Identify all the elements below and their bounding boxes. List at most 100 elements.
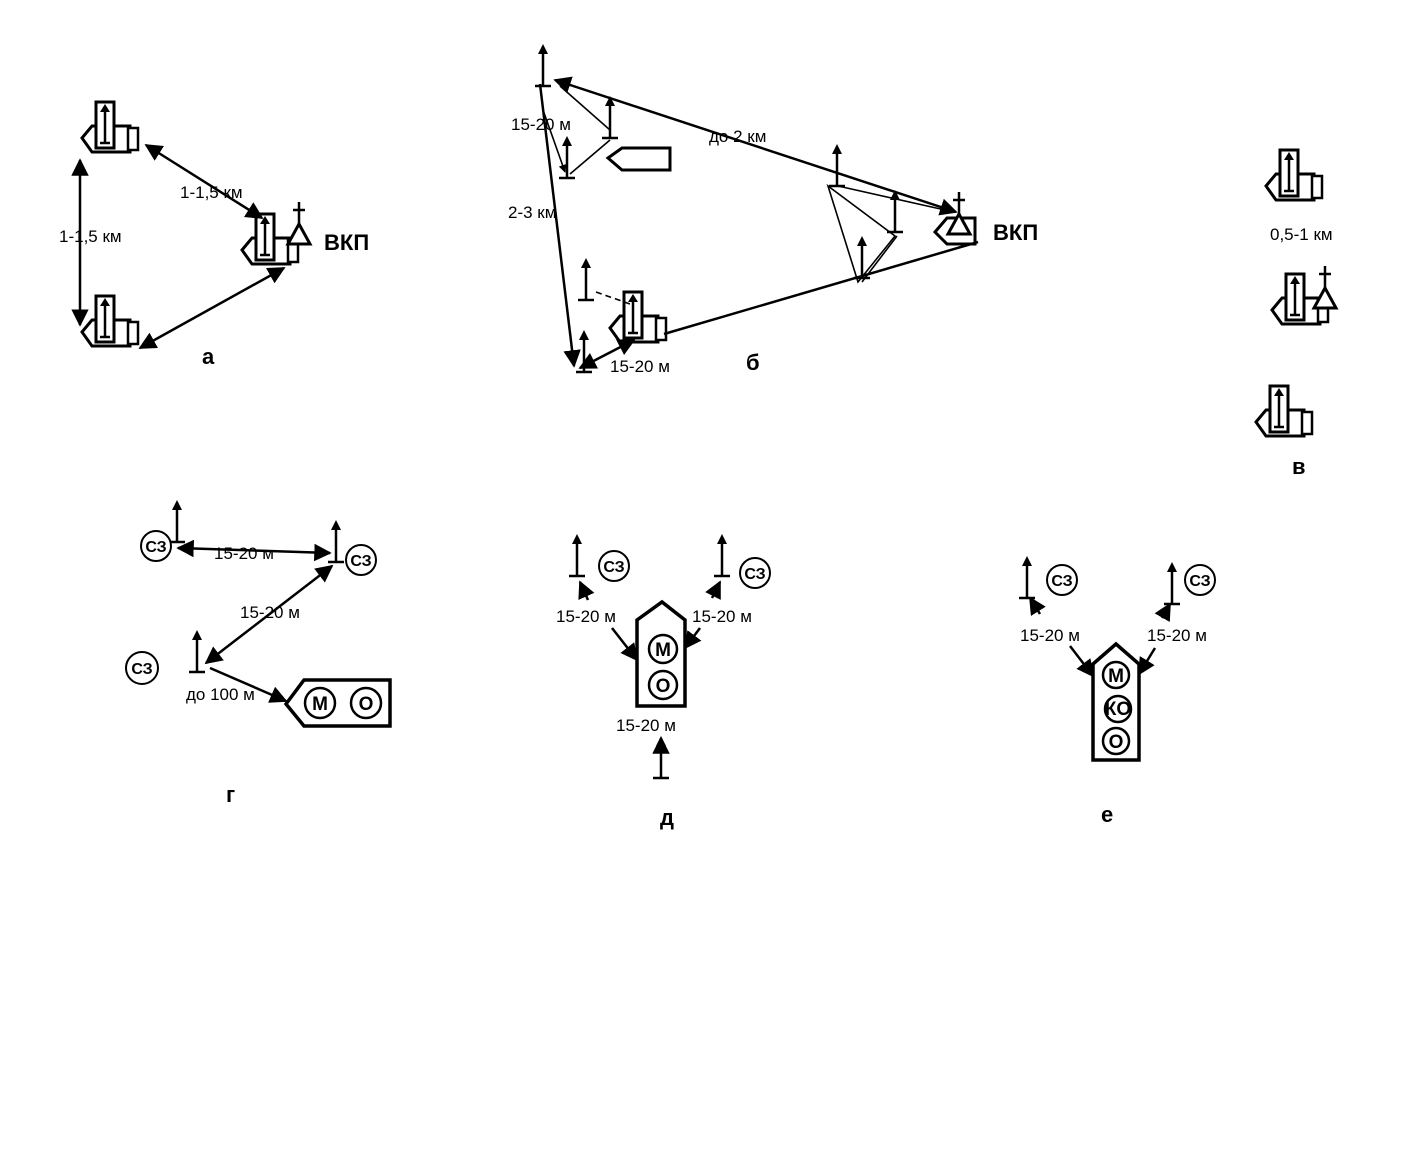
distance-label: 0,5-1 км (1270, 225, 1333, 244)
vkp-label: ВКП (993, 220, 1038, 245)
ship-icon (80, 100, 140, 154)
distance-line (209, 666, 288, 703)
command-post-icon (286, 200, 312, 246)
distance-line (553, 76, 958, 216)
o-badge: О (349, 686, 383, 720)
m-badge: М (1101, 660, 1131, 690)
svg-text:О: О (656, 676, 671, 697)
sentry-icon (827, 142, 847, 188)
o-badge: О (647, 669, 679, 701)
sz-badge: СЗ (345, 544, 377, 576)
svg-text:О: О (359, 694, 374, 715)
sentry-icon (576, 256, 596, 302)
svg-text:О: О (1109, 732, 1124, 753)
ship-icon (80, 294, 140, 348)
sz-badge: СЗ (1046, 564, 1078, 596)
distance-line (683, 627, 702, 650)
scheme-letter: а (202, 344, 215, 369)
distance-label: 15-20 м (1020, 626, 1080, 645)
svg-text:СЗ: СЗ (131, 661, 152, 678)
sz-badge: СЗ (1184, 564, 1216, 596)
sz-badge: СЗ (739, 557, 771, 589)
sentry-icon (187, 628, 207, 674)
m-badge: М (647, 633, 679, 665)
distance-label: 15-20 м (1147, 626, 1207, 645)
scheme-v: 0,5-1 км в (1254, 148, 1338, 479)
distance-label: 15-20 м (610, 357, 670, 376)
distance-line (538, 83, 581, 368)
link-line (595, 291, 631, 305)
ship-icon (1264, 148, 1324, 202)
ship-icon (605, 146, 672, 172)
distance-label: 15-20 м (214, 544, 274, 563)
distance-label: 15-20 м (692, 607, 752, 626)
distance-line (611, 627, 639, 662)
distance-line (1154, 602, 1172, 623)
distance-line (578, 580, 595, 601)
distance-label: 15-20 м (511, 115, 571, 134)
command-post-icon (946, 190, 972, 236)
scheme-a: 1-1,5 км 1-1,5 км ВКП а (59, 100, 369, 369)
svg-text:М: М (1108, 666, 1124, 687)
svg-text:СЗ: СЗ (1189, 573, 1210, 590)
distance-label: 15-20 м (240, 603, 300, 622)
svg-text:СЗ: СЗ (145, 539, 166, 556)
svg-text:СЗ: СЗ (1051, 573, 1072, 590)
distance-line (204, 564, 334, 665)
distance-line (542, 109, 567, 173)
svg-text:М: М (312, 694, 328, 715)
svg-text:СЗ: СЗ (603, 559, 624, 576)
vkp-label: ВКП (324, 230, 369, 255)
sz-badge: СЗ (598, 550, 630, 582)
distance-line (176, 539, 332, 562)
svg-text:М: М (655, 640, 671, 661)
distance-line (578, 338, 636, 370)
sentry-icon (533, 42, 553, 88)
distance-line (1069, 645, 1095, 678)
sentry-icon (852, 234, 872, 280)
scheme-letter: г (226, 782, 235, 807)
sentry-icon (1162, 560, 1182, 606)
scheme-letter: е (1101, 802, 1113, 827)
sentry-icon (1017, 554, 1037, 600)
scheme-g: СЗ СЗ СЗ М О 15-20 м 15-20 м до 100 м г (125, 498, 392, 807)
svg-text:СЗ: СЗ (744, 566, 765, 583)
command-post-icon (1312, 264, 1338, 310)
link-line (559, 85, 611, 131)
ship-icon (1254, 384, 1314, 438)
scheme-letter: б (746, 350, 760, 375)
m-badge: М (303, 686, 337, 720)
link-line (663, 240, 979, 336)
distance-label: 15-20 м (556, 607, 616, 626)
svg-text:КО: КО (1105, 699, 1131, 720)
sentry-icon (326, 518, 346, 564)
distance-line (705, 580, 722, 601)
link-line (861, 235, 898, 283)
scheme-letter: в (1292, 454, 1306, 479)
o-badge: О (1101, 726, 1131, 756)
sentry-icon (885, 188, 905, 234)
scheme-letter: д (660, 805, 674, 830)
distance-label: 15-20 м (616, 716, 676, 735)
sentry-icon (567, 532, 587, 578)
distance-line (144, 143, 264, 220)
sentry-icon (712, 532, 732, 578)
distance-label: 1-1,5 км (59, 227, 122, 246)
link-line (837, 185, 946, 211)
scheme-e: СЗ СЗ М КО О 15-20 м 15-20 м е (1017, 554, 1216, 827)
sz-badge: СЗ (125, 651, 159, 685)
distance-line (138, 266, 286, 350)
scheme-d: СЗ СЗ М О 15-20 м 15-20 м 15-20 м д (556, 532, 771, 830)
scheme-b: 15-20 м 2-3 км до 2 км 15-20 м ВКП б (508, 42, 1038, 376)
link-line (569, 139, 611, 175)
distance-label: 2-3 км (508, 203, 556, 222)
ko-badge: КО (1103, 694, 1133, 724)
sentry-icon (167, 498, 187, 544)
distance-line (1028, 596, 1046, 616)
sz-badge: СЗ (140, 530, 172, 562)
svg-text:СЗ: СЗ (350, 553, 371, 570)
distance-label: до 2 км (709, 127, 766, 146)
sentry-icon (600, 94, 620, 140)
link-line (826, 183, 897, 284)
